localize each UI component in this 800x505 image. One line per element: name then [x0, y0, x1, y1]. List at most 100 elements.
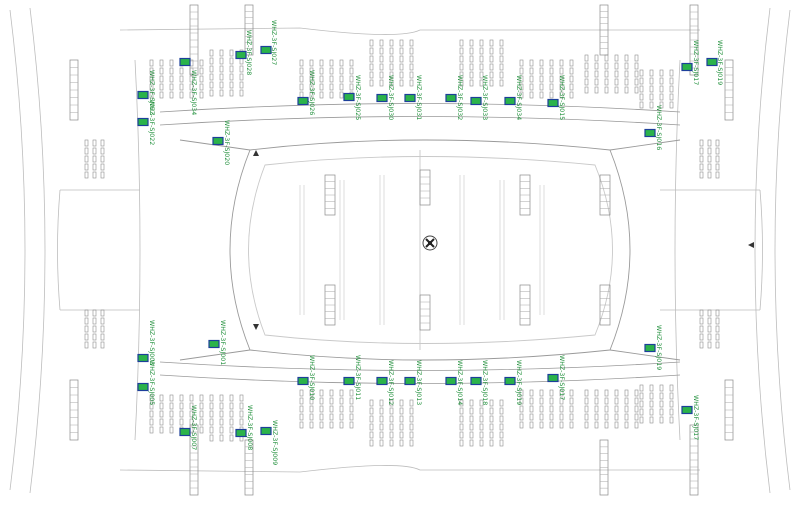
seat-row: [159, 394, 164, 402]
seat-row: [707, 155, 712, 163]
sensor-marker-box[interactable]: [137, 117, 149, 127]
sensor-marker[interactable]: WHZ-3F-SJ033: [470, 75, 488, 120]
sensor-label: WHZ-3F-SJ017: [692, 395, 699, 440]
sensor-marker-box[interactable]: [681, 62, 693, 72]
sensor-marker-box[interactable]: [547, 98, 559, 108]
sensor-marker[interactable]: WHZ-3F-SJ007: [179, 405, 197, 450]
sensor-label: WHZ-3F-SJ017: [692, 40, 699, 85]
sensor-marker[interactable]: WHZ-3F-SJ025: [343, 75, 361, 120]
seat-row: [549, 75, 554, 83]
sensor-marker[interactable]: WHZ-3F-SJ014: [445, 360, 463, 405]
sensor-marker-box[interactable]: [343, 92, 355, 102]
sensor-marker[interactable]: WHZ-3F-SJ017: [681, 40, 699, 85]
seat-row: [659, 384, 664, 392]
sensor-marker-box[interactable]: [644, 343, 656, 353]
sensor-marker[interactable]: WHZ-3F-SJ013: [404, 360, 422, 405]
sensor-marker[interactable]: WHZ-3F-SJ030: [376, 75, 394, 120]
seat-row: [379, 79, 384, 87]
sensor-marker[interactable]: WHZ-3F-SJ019: [706, 40, 723, 85]
sensor-marker-box[interactable]: [445, 93, 457, 103]
sensor-marker-box[interactable]: [504, 376, 516, 386]
seat-row: [499, 407, 504, 415]
seat-row: [100, 163, 105, 171]
sensor-marker[interactable]: WHZ-3F-SJ017: [547, 355, 565, 400]
seat-row: [409, 79, 414, 87]
sensor-marker-box[interactable]: [235, 428, 247, 438]
seat-row: [149, 426, 154, 434]
sensor-marker-box[interactable]: [235, 50, 247, 60]
seat-row: [409, 415, 414, 423]
seat-row: [100, 309, 105, 317]
sensor-marker[interactable]: WHZ-3F-SJ005: [137, 360, 155, 405]
seat-row: [559, 75, 564, 83]
seat-block: [84, 309, 105, 349]
sensor-marker[interactable]: WHZ-3F-SJ020: [212, 120, 230, 165]
seat-row: [489, 79, 494, 87]
sensor-marker-box[interactable]: [297, 96, 309, 106]
seat-row: [369, 439, 374, 447]
sensor-marker-box[interactable]: [470, 376, 482, 386]
sensor-marker[interactable]: WHZ-3F-SJ015: [547, 75, 565, 120]
sensor-marker[interactable]: WHZ-3F-SJ008: [235, 405, 253, 450]
sensor-marker-box[interactable]: [376, 93, 388, 103]
seat-row: [199, 394, 204, 402]
sensor-marker[interactable]: WHZ-3F-SJ016: [644, 105, 662, 150]
sensor-marker[interactable]: WHZ-3F-SJ026: [297, 70, 315, 115]
sensor-marker-box[interactable]: [404, 93, 416, 103]
seat-row: [624, 389, 629, 397]
stair-strip: [244, 439, 254, 496]
sensor-marker-box[interactable]: [137, 353, 149, 363]
sensor-marker-box[interactable]: [404, 376, 416, 386]
seat-row: [329, 91, 334, 99]
sensor-marker[interactable]: WHZ-3F-SJ012: [376, 360, 394, 405]
sensor-marker[interactable]: WHZ-3F-SJ011: [343, 355, 361, 400]
sensor-marker[interactable]: WHZ-3F-SJ001: [208, 320, 226, 365]
seat-row: [715, 163, 720, 171]
seat-block: [299, 389, 354, 429]
seat-row: [389, 47, 394, 55]
sensor-marker[interactable]: WHZ-3F-SJ034: [179, 57, 197, 116]
sensor-marker[interactable]: WHZ-3F-SJ018: [470, 360, 488, 405]
seat-row: [399, 407, 404, 415]
sensor-marker-box[interactable]: [706, 57, 718, 67]
sensor-marker-box[interactable]: [376, 376, 388, 386]
seat-row: [369, 55, 374, 63]
sensor-marker-box[interactable]: [212, 136, 224, 146]
sensor-marker-box[interactable]: [208, 339, 220, 349]
sensor-marker[interactable]: WHZ-3F-SJ003: [137, 320, 155, 365]
sensor-marker-box[interactable]: [504, 96, 516, 106]
sensor-marker[interactable]: WHZ-3F-SJ009: [260, 420, 278, 465]
sensor-marker[interactable]: WHZ-3F-SJ031: [404, 75, 422, 120]
sensor-marker-box[interactable]: [137, 382, 149, 392]
seat-row: [594, 413, 599, 421]
sensor-marker-box[interactable]: [445, 376, 457, 386]
sensor-marker[interactable]: WHZ-3F-SJ017: [681, 395, 699, 440]
seat-row: [649, 400, 654, 408]
sensor-marker[interactable]: WHZ-3F-SJ023: [137, 70, 155, 115]
sensor-marker-box[interactable]: [681, 405, 693, 415]
seat-row: [409, 63, 414, 71]
outer-curve-left: [9, 9, 26, 491]
sensor-marker-box[interactable]: [470, 96, 482, 106]
sensor-marker-box[interactable]: [179, 427, 191, 437]
sensor-marker-box[interactable]: [343, 376, 355, 386]
sensor-marker-box[interactable]: [179, 57, 191, 67]
sensor-marker-box[interactable]: [547, 373, 559, 383]
sensor-marker-box[interactable]: [260, 426, 272, 436]
sensor-marker-box[interactable]: [260, 45, 272, 55]
seat-row: [569, 59, 574, 67]
seat-block: [639, 69, 674, 109]
sensor-marker[interactable]: WHZ-3F-SJ028: [235, 30, 252, 75]
sensor-marker-box[interactable]: [644, 128, 656, 138]
sensor-marker[interactable]: WHZ-3F-SJ034: [504, 75, 522, 120]
sensor-marker[interactable]: WHZ-3F-SJ027: [260, 20, 277, 65]
sensor-marker[interactable]: WHZ-3F-SJ022: [137, 100, 155, 145]
sensor-marker[interactable]: WHZ-3F-SJ019: [504, 360, 522, 405]
sensor-marker-box[interactable]: [297, 376, 309, 386]
sensor-marker[interactable]: WHZ-3F-SJ032: [445, 75, 463, 120]
sensor-marker[interactable]: WHZ-3F-SJ010: [297, 355, 315, 400]
sensor-marker[interactable]: WHZ-3F-SJ019: [644, 325, 662, 370]
seat-row: [209, 434, 214, 442]
sensor-marker-box[interactable]: [137, 90, 149, 100]
